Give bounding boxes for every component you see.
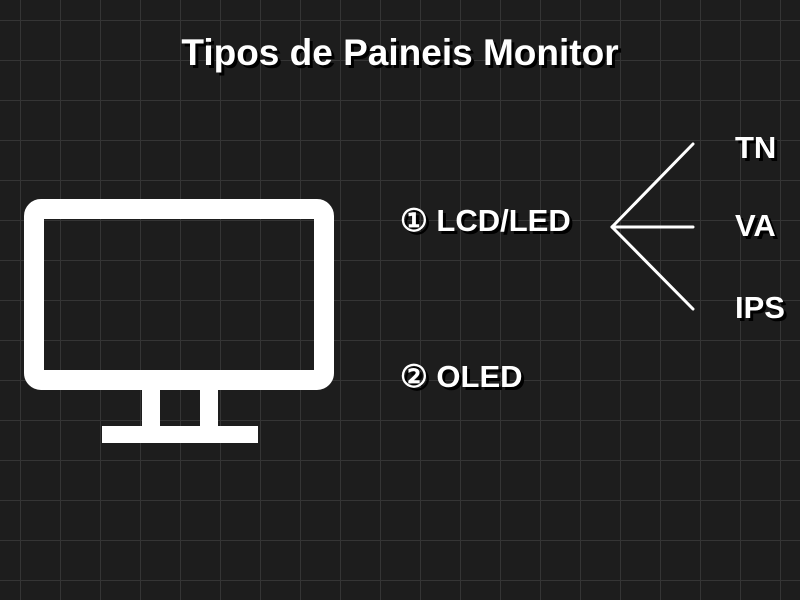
monitor-stand-right [200, 388, 218, 428]
ips-label: IPS [735, 290, 785, 325]
branch-line-ips [610, 225, 695, 311]
monitor-base [102, 426, 258, 443]
monitor-icon [24, 199, 334, 443]
branch-line-tn [610, 142, 695, 229]
diagram-title: Tipos de Paineis Monitor [181, 32, 619, 73]
lcd-led-label: ① LCD/LED [400, 203, 571, 238]
monitor-screen [24, 199, 334, 390]
va-label: VA [735, 208, 776, 243]
tn-label: TN [735, 130, 777, 165]
oled-label: ② OLED [400, 359, 523, 394]
monitor-stand-left [142, 388, 160, 428]
